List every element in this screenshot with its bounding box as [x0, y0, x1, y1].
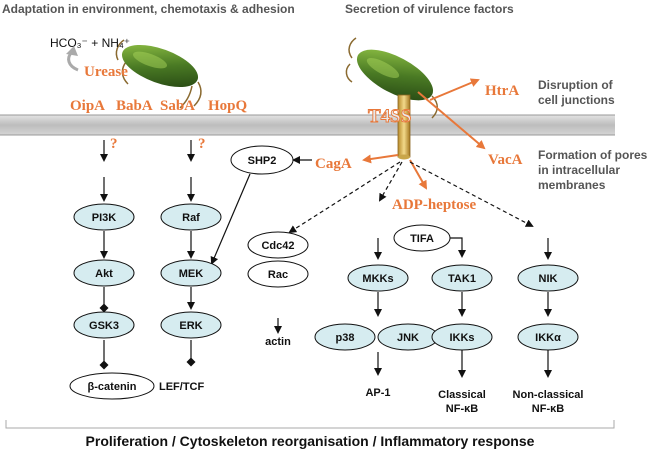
oipa-label: OipA [70, 98, 105, 114]
disruption-label-1: Disruption of [538, 78, 614, 92]
classical-label-2: NF-κB [446, 403, 478, 415]
node-jnk-label: JNK [397, 332, 419, 344]
t4ss-label: T4SS [368, 106, 411, 127]
arrow-tifa-tak1 [450, 237, 466, 258]
footer-bracket [5, 420, 615, 429]
node-beta-catenin: β-catenin [69, 372, 155, 400]
header-right: Secretion of virulence factors [345, 2, 514, 16]
bacterium-left-icon [115, 39, 202, 109]
node-beta-catenin-label: β-catenin [88, 381, 137, 393]
arrow-to-htra [429, 78, 480, 101]
node-raf-label: Raf [182, 212, 200, 224]
node-nik-label: NIK [539, 273, 558, 285]
nonclassical-label-1: Non-classical [513, 389, 584, 401]
node-mek: MEK [160, 259, 222, 287]
arrow-to-caga [362, 154, 399, 164]
node-pi3k: PI3K [73, 203, 135, 231]
node-akt: Akt [73, 259, 135, 287]
classical-label-1: Classical [438, 389, 486, 401]
footer-outcomes: Proliferation / Cytoskeleton reorganisat… [86, 433, 535, 449]
ap1-label: AP-1 [365, 387, 390, 399]
node-nik: NIK [517, 264, 579, 292]
node-tak1: TAK1 [431, 264, 493, 292]
node-ikka: IKKα [517, 323, 579, 351]
adp-heptose-label: ADP-heptose [392, 197, 476, 213]
node-jnk: JNK [377, 323, 439, 351]
arrow-to-adp-heptose [409, 159, 427, 190]
node-ikka-label: IKKα [535, 332, 561, 344]
unknown-mark-2: ? [198, 136, 206, 152]
node-mkks: MKKs [347, 264, 409, 292]
node-ikks-label: IKKs [449, 332, 474, 344]
header-left: Adaptation in environment, chemotaxis & … [2, 2, 295, 16]
node-cdc42-label: Cdc42 [261, 240, 294, 252]
node-tak1-label: TAK1 [448, 273, 476, 285]
disruption-label-2: cell junctions [538, 93, 615, 107]
dashed-arrow-mkks [378, 161, 403, 202]
hco3-nh4-label: HCO₃⁻ + NH₄⁺ [50, 36, 130, 50]
pores-label-2: in intracellular [538, 163, 620, 177]
dashed-arrow-cdc42 [288, 161, 401, 234]
node-erk-label: ERK [179, 320, 202, 332]
baba-label: BabA [116, 98, 153, 114]
node-mek-label: MEK [179, 268, 204, 280]
node-tifa: TIFA [393, 224, 451, 252]
node-pi3k-label: PI3K [92, 212, 117, 224]
pores-label-1: Formation of pores [538, 148, 648, 162]
saba-label: SabA [160, 98, 195, 114]
node-akt-label: Akt [95, 268, 113, 280]
lef-tcf-label: LEF/TCF [159, 381, 204, 393]
node-cdc42: Cdc42 [247, 231, 309, 259]
node-raf: Raf [160, 203, 222, 231]
hopq-label: HopQ [208, 98, 248, 114]
node-ikks: IKKs [431, 323, 493, 351]
arrow-to-vaca [417, 91, 486, 150]
node-p38-label: p38 [336, 332, 355, 344]
actin-label: actin [265, 336, 291, 348]
node-tifa-label: TIFA [410, 233, 434, 245]
dashed-arrow-nik [409, 161, 534, 227]
nonclassical-label-2: NF-κB [532, 403, 564, 415]
arrow-shp2-mek [210, 173, 251, 265]
node-shp2-label: SHP2 [248, 155, 277, 167]
caga-label: CagA [315, 156, 352, 172]
node-mkks-label: MKKs [362, 273, 393, 285]
cell-membrane [0, 115, 615, 135]
urease-label: Urease [84, 64, 128, 80]
node-rac-label: Rac [268, 269, 288, 281]
node-gsk3: GSK3 [73, 311, 135, 339]
node-shp2: SHP2 [230, 145, 294, 175]
htra-label: HtrA [485, 83, 519, 99]
vaca-label: VacA [488, 152, 523, 168]
node-rac: Rac [247, 260, 309, 288]
node-erk: ERK [160, 311, 222, 339]
node-p38: p38 [314, 323, 376, 351]
node-gsk3-label: GSK3 [89, 320, 119, 332]
pores-label-3: membranes [538, 178, 606, 192]
unknown-mark-1: ? [110, 136, 118, 152]
